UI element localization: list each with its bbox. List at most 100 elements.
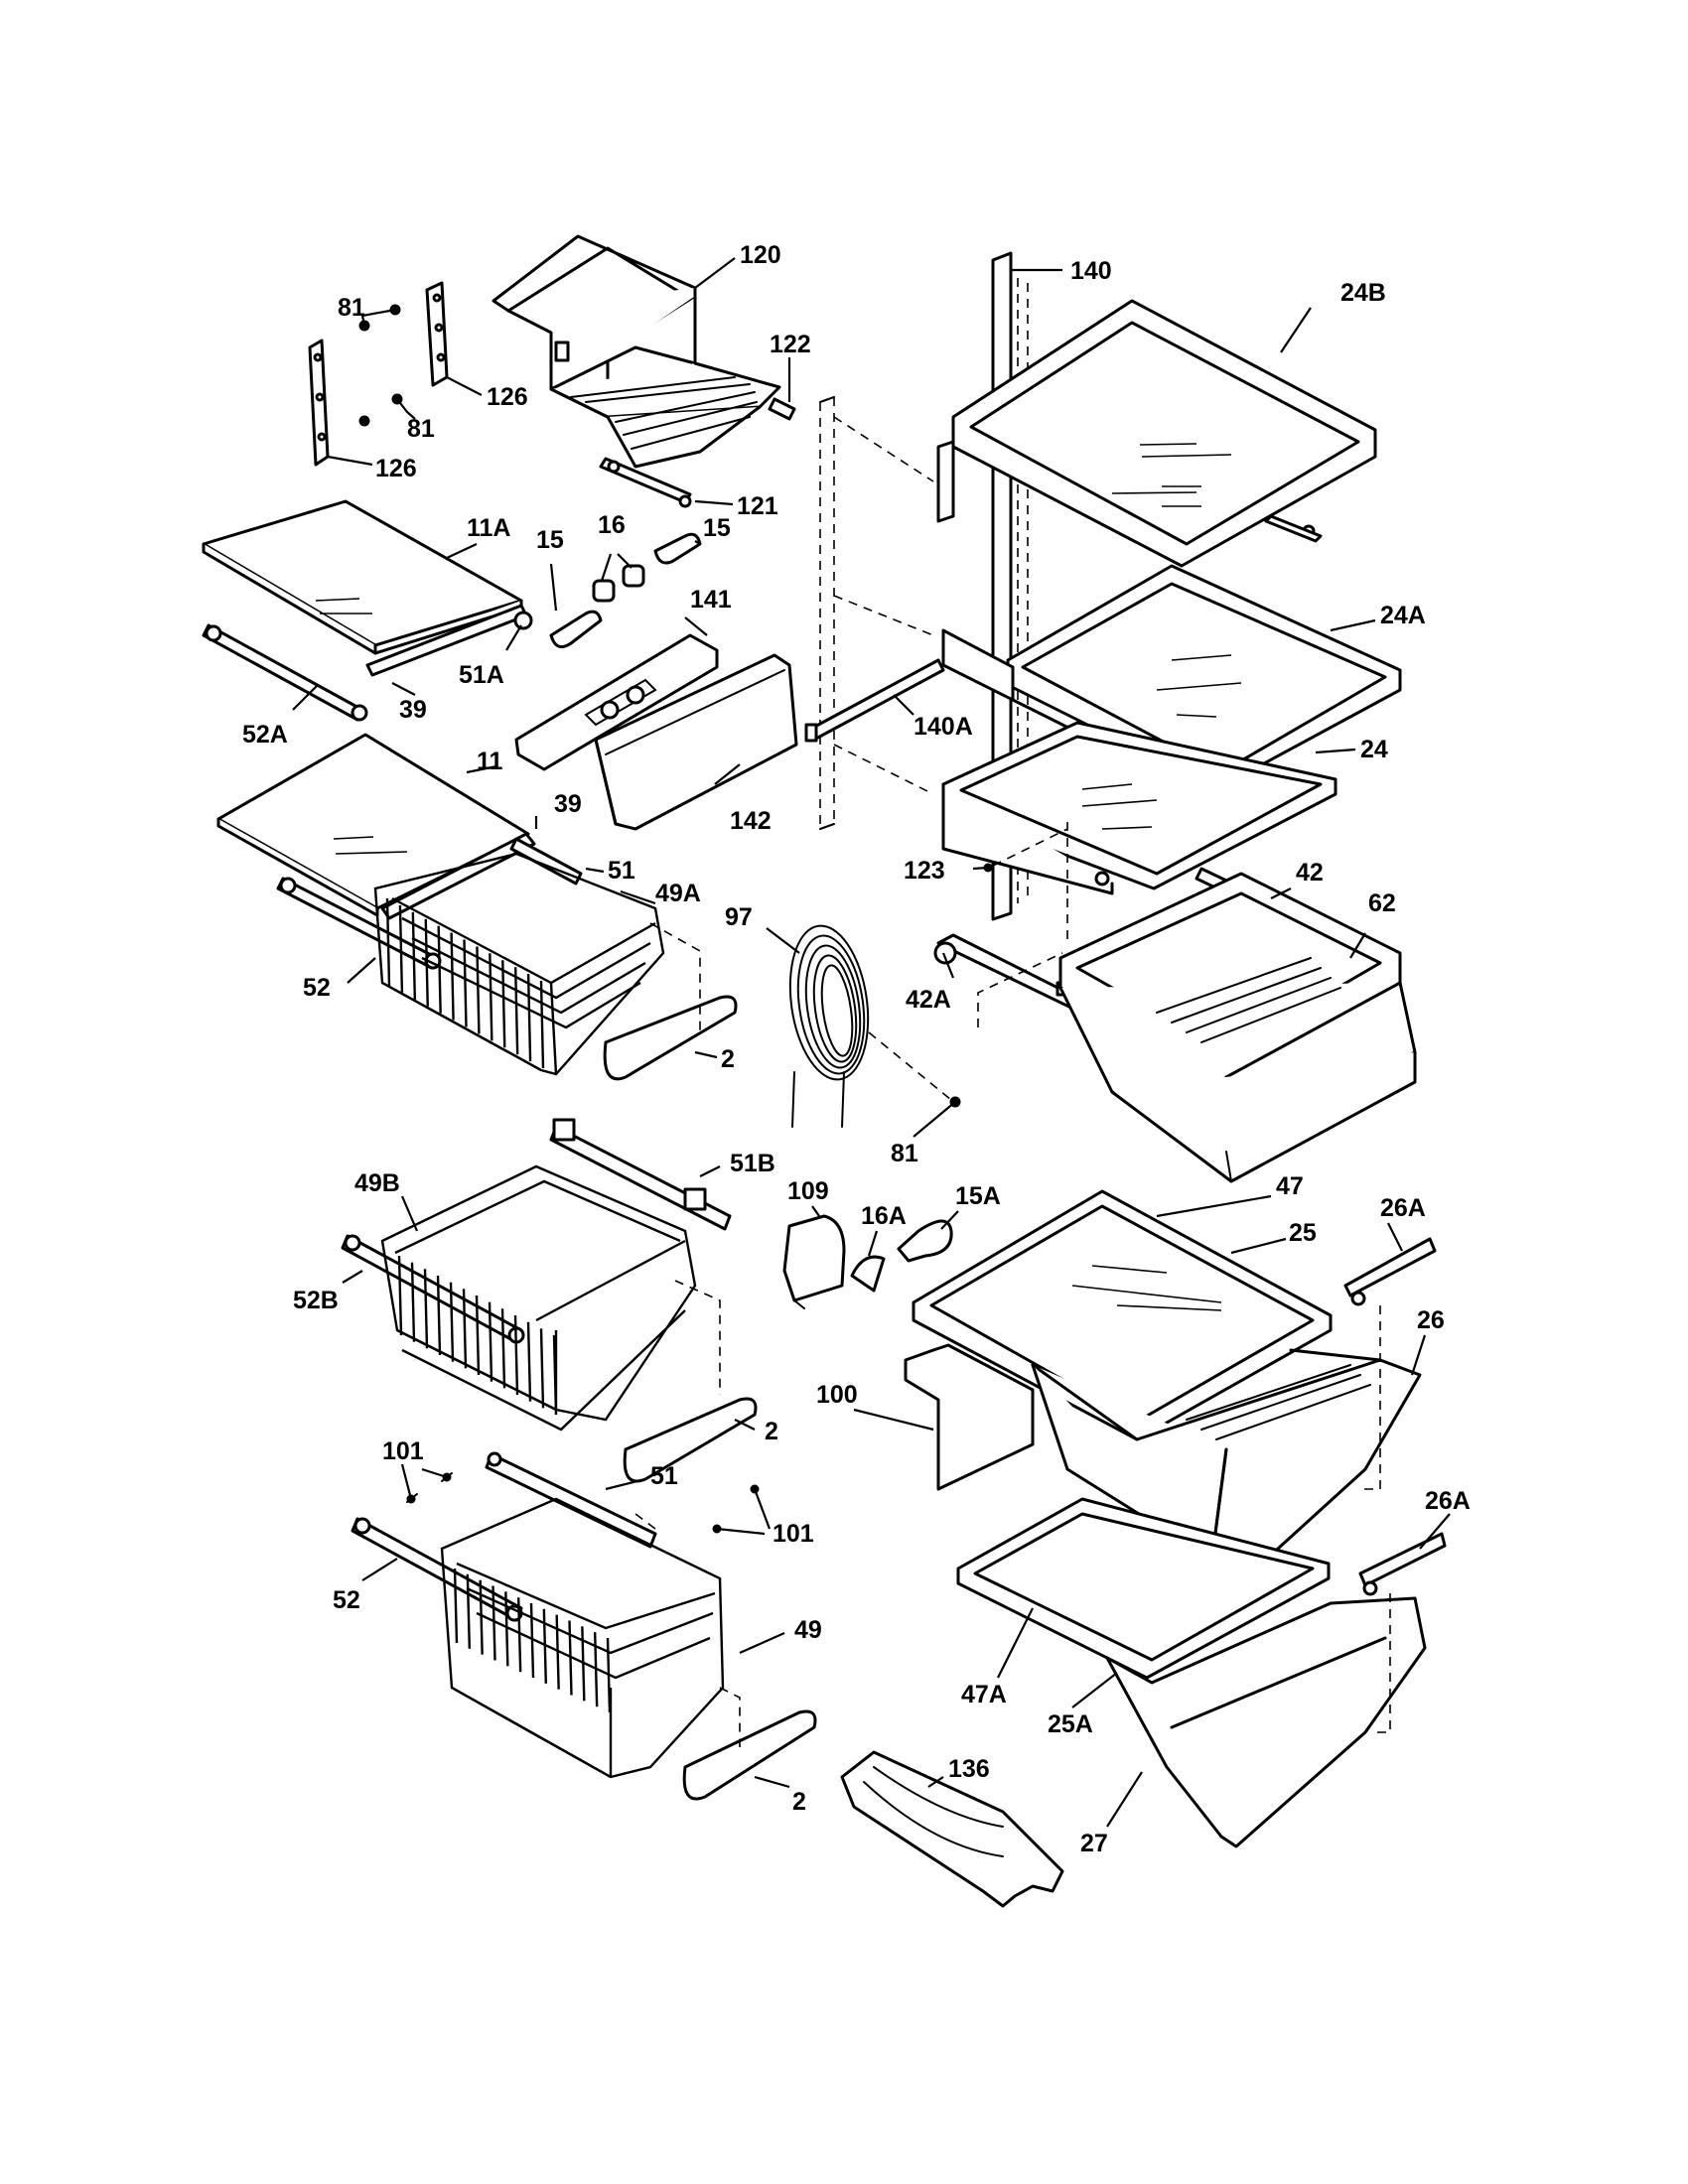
glass-shelf-11 <box>216 733 530 917</box>
bracket-126-lower <box>308 339 330 467</box>
callout-52-lower: 52 <box>333 1586 360 1614</box>
callout-121: 121 <box>737 492 778 520</box>
crisper-drawer-62 <box>1058 872 1417 1183</box>
socket-16a <box>850 1255 886 1293</box>
callout-51: 51 <box>608 857 635 885</box>
wire-basket-49b <box>380 1164 697 1432</box>
callout-81-lower: 81 <box>407 415 435 443</box>
callout-81-heater: 81 <box>891 1140 918 1167</box>
bulb-15-right <box>653 532 702 565</box>
basket-wire-bar <box>489 953 493 1041</box>
basket-wire-bar <box>526 1321 532 1402</box>
wire-basket-49 <box>440 1497 725 1779</box>
basket-wire-bar <box>466 1573 472 1649</box>
basket-wire-bar <box>423 1269 429 1349</box>
shelf-24 <box>941 721 1337 895</box>
callout-101-right: 101 <box>773 1520 814 1548</box>
slide-51 <box>509 837 583 886</box>
callout-47a: 47A <box>961 1681 1007 1708</box>
callout-101-left: 101 <box>382 1437 424 1465</box>
callout-140: 140 <box>1070 257 1112 285</box>
pin-122 <box>768 397 796 421</box>
callout-62: 62 <box>1368 889 1396 917</box>
light-cover-142 <box>594 653 798 831</box>
callout-42a: 42A <box>906 986 951 1014</box>
crisper-cover-25 <box>912 1189 1333 1441</box>
callout-2-middle: 2 <box>765 1418 778 1445</box>
callout-120: 120 <box>740 241 781 269</box>
basket-wire-bar <box>504 1591 509 1667</box>
callout-136: 136 <box>948 1755 990 1783</box>
basket-wire-bar <box>462 1289 468 1369</box>
callout-24a: 24A <box>1380 602 1426 629</box>
callout-52b: 52B <box>293 1287 339 1314</box>
wire-basket-49a <box>373 852 665 1076</box>
basket-wire-bar <box>453 1568 459 1644</box>
callout-52a: 52A <box>242 721 288 749</box>
slide-52a <box>202 623 368 722</box>
shelf-24b <box>936 299 1377 568</box>
basket-wire-bar <box>513 1314 519 1396</box>
basket-wire-bar <box>450 932 455 1021</box>
callout-142: 142 <box>730 807 772 835</box>
callout-26a-lower: 26A <box>1425 1487 1471 1515</box>
basket-wire-bar <box>449 1282 455 1362</box>
callout-51b: 51B <box>730 1150 775 1177</box>
basket-wire-bar <box>463 939 468 1027</box>
callout-15-left: 15 <box>536 526 564 554</box>
light-bracket-141 <box>514 633 719 771</box>
callout-26a-upper: 26A <box>1380 1194 1426 1222</box>
slide-52b <box>341 1234 525 1344</box>
screws-101-right <box>712 1484 760 1534</box>
crisper-drawer-27 <box>1105 1596 1427 1848</box>
callout-49: 49 <box>794 1616 822 1644</box>
callout-126-lower: 126 <box>375 455 417 482</box>
basket-wire-bar <box>437 925 442 1014</box>
part-136 <box>840 1750 1064 1908</box>
callout-16a: 16A <box>861 1202 907 1230</box>
callout-15-right: 15 <box>703 514 731 542</box>
callout-labels: 120 122 121 81 81 126 126 11A 51A 52A 39… <box>242 241 1471 1857</box>
slide-51b <box>549 1118 732 1231</box>
callout-15a: 15A <box>955 1182 1001 1210</box>
crisper-cover-25a <box>956 1497 1331 1680</box>
basket-wire-bar <box>424 918 429 1007</box>
light-shield-109 <box>782 1214 846 1309</box>
callout-97: 97 <box>725 903 753 931</box>
basket-wire-bar <box>488 1301 493 1382</box>
panel-100 <box>904 1343 1035 1491</box>
callout-51a: 51A <box>459 661 504 689</box>
basket-wire-bar <box>529 1602 535 1679</box>
basket-wire-bar <box>475 1295 481 1376</box>
bracket-26a-upper <box>1343 1237 1437 1306</box>
screws-81-upper <box>358 304 401 332</box>
basket-wire-bar <box>411 911 417 1000</box>
basket-wire-bar <box>410 1262 416 1342</box>
callout-26: 26 <box>1417 1306 1445 1334</box>
basket-wire-bar <box>513 967 519 1055</box>
callout-25: 25 <box>1289 1219 1317 1247</box>
callout-11: 11 <box>477 748 503 775</box>
basket-wire-bar <box>526 974 532 1062</box>
callout-122: 122 <box>770 331 811 358</box>
callout-51-lower: 51 <box>650 1462 678 1490</box>
basket-wire-bar <box>500 1308 506 1389</box>
basket-wire-bar <box>436 1275 442 1356</box>
callout-42: 42 <box>1296 859 1324 887</box>
glass-shelf-11a <box>202 499 533 677</box>
bulb-15-left <box>549 610 603 649</box>
handle-2-middle <box>623 1397 758 1483</box>
slide-121 <box>599 457 692 508</box>
callout-11a: 11A <box>467 514 510 542</box>
rail-140a <box>804 658 945 743</box>
shelf-bracket-120 <box>492 234 781 469</box>
screws-81-lower <box>358 393 403 427</box>
callout-2-lower: 2 <box>792 1788 806 1816</box>
basket-wire-bar <box>476 946 481 1034</box>
slide-51-lower <box>485 1451 657 1549</box>
callout-123: 123 <box>904 857 945 885</box>
callout-52: 52 <box>303 974 331 1002</box>
basket-wire-bar <box>516 1597 522 1673</box>
basket-wire-bar <box>501 960 506 1048</box>
